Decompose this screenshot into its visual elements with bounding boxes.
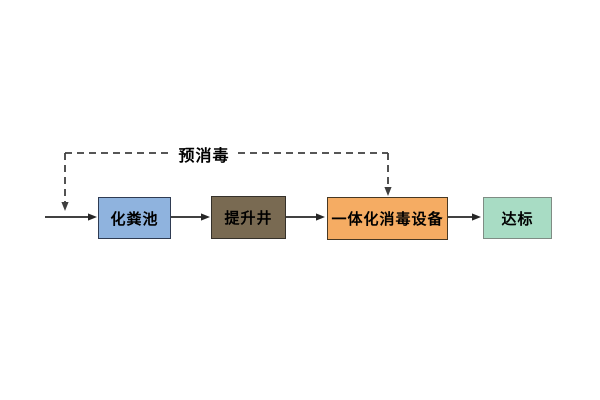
flow-node-septic-tank: 化粪池 xyxy=(98,197,171,239)
flow-node-standard-reached: 达标 xyxy=(483,197,552,239)
flow-node-integrated-disinfection-unit: 一体化消毒设备 xyxy=(327,197,448,240)
pre-disinfection-label: 预消毒 xyxy=(174,142,234,166)
flow-node-lift-well: 提升井 xyxy=(211,196,286,239)
